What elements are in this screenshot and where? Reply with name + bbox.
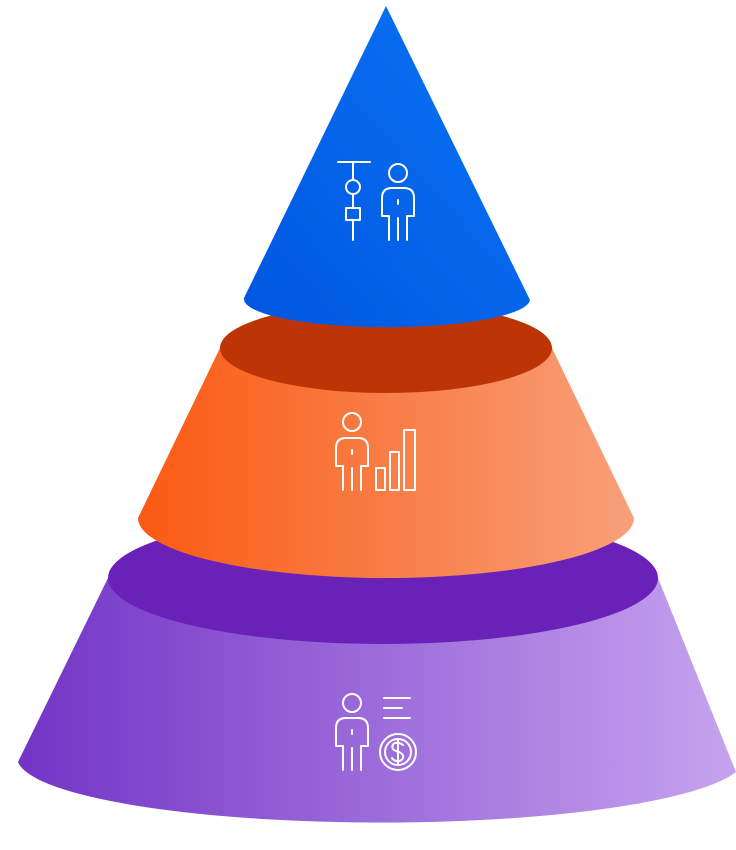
tier-bottom-body <box>18 578 736 823</box>
tier-middle-top-face <box>220 303 552 393</box>
tier-top-body <box>243 6 531 328</box>
tier-middle <box>138 303 634 578</box>
tier-middle-body <box>138 348 634 578</box>
dollar-sign-icon <box>391 739 405 765</box>
person-growth-chart-icon <box>335 412 416 491</box>
hierarchy-person-icon <box>337 161 415 241</box>
person-money-icon <box>335 693 417 771</box>
tier-top <box>243 6 531 328</box>
